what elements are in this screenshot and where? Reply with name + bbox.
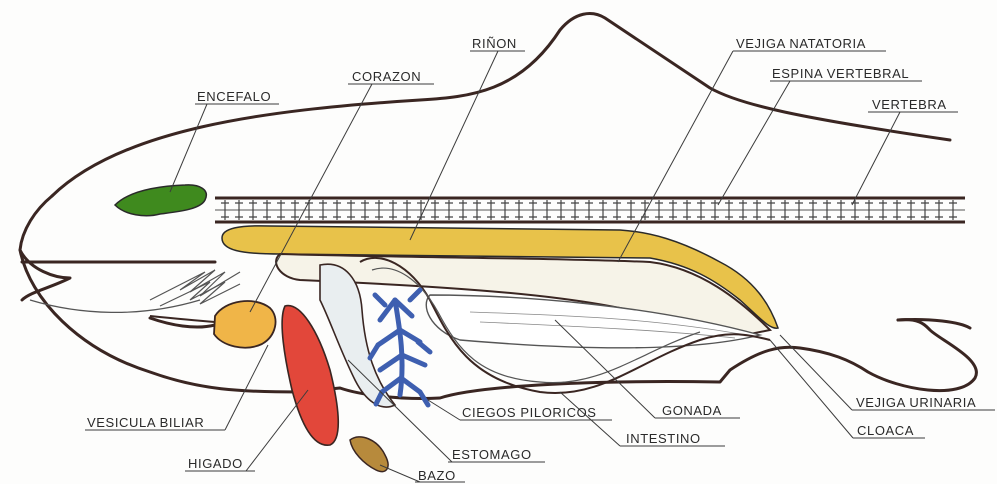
- higado-shape: [282, 306, 338, 446]
- spine-vertebral-column: [215, 198, 965, 222]
- head-outline: [20, 196, 70, 300]
- encefalo-shape: [115, 185, 206, 216]
- label-ciegos-piloricos: CIEGOS PILORICOS: [462, 405, 597, 420]
- label-vejiga-urinaria: VEJIGA URINARIA: [856, 395, 976, 410]
- corazon-shape: [214, 301, 276, 348]
- label-bazo: BAZO: [418, 468, 456, 483]
- label-rinon: RIÑON: [472, 36, 517, 51]
- label-gonada: GONADA: [662, 403, 722, 418]
- label-estomago: ESTOMAGO: [452, 447, 532, 462]
- label-vertebra: VERTEBRA: [872, 97, 947, 112]
- gill-arches: [150, 270, 240, 306]
- label-encefalo: ENCEFALO: [197, 89, 271, 104]
- jaw-line: [30, 300, 200, 312]
- label-vejiga-natatoria: VEJIGA NATATORIA: [736, 36, 866, 51]
- label-intestino: INTESTINO: [626, 431, 701, 446]
- label-espina-vertebral: ESPINA VERTEBRAL: [772, 66, 909, 81]
- label-cloaca: CLOACA: [857, 423, 914, 438]
- label-vesicula-biliar: VESICULA BILIAR: [87, 415, 204, 430]
- label-corazon: CORAZON: [352, 69, 421, 84]
- tail-fin-upper: [898, 319, 970, 328]
- label-higado: HIGADO: [188, 456, 243, 471]
